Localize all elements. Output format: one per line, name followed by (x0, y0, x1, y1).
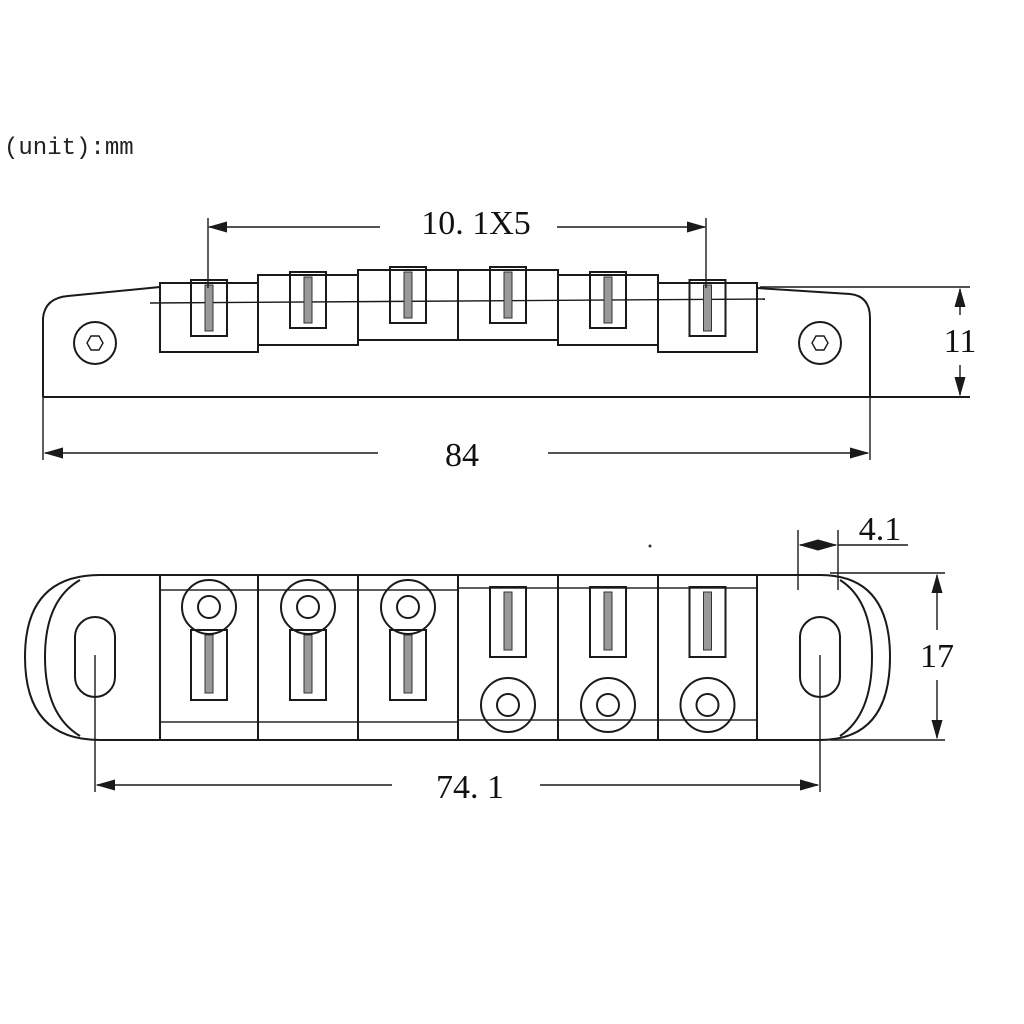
saddle-slot (190, 629, 228, 701)
string-groove (603, 276, 613, 324)
saddle-slot (489, 586, 527, 658)
saddle-slot (289, 271, 327, 329)
saddle-slot (688, 586, 727, 658)
intonation-screw (679, 677, 736, 733)
hex-socket-icon (296, 595, 320, 619)
intonation-screw (480, 677, 536, 733)
string-groove (403, 634, 413, 694)
screw-left (73, 321, 117, 365)
intonation-screw (380, 579, 436, 635)
screw-right (798, 321, 842, 365)
hex-socket-icon (86, 335, 104, 351)
saddle-bottom-2 (257, 574, 359, 741)
intonation-screw (280, 579, 336, 635)
saddle-bottom-4 (457, 574, 559, 741)
saddle-bottom-1 (159, 574, 259, 741)
hex-socket-icon (695, 693, 720, 717)
string-groove (303, 634, 313, 694)
hex-socket-icon (496, 693, 520, 717)
string-groove (503, 591, 513, 651)
saddle-top-1 (159, 279, 259, 353)
hex-socket-icon (197, 595, 221, 619)
string-groove (403, 271, 413, 319)
hex-socket-icon (811, 335, 829, 351)
saddle-block (657, 282, 758, 353)
saddle-top-5 (557, 271, 659, 346)
saddle-slot (589, 586, 627, 658)
saddle-slot (190, 279, 228, 337)
hex-socket-icon (396, 595, 420, 619)
saddle-slot (489, 266, 527, 324)
saddle-slot (688, 279, 727, 337)
saddle-slot (389, 266, 427, 324)
saddle-slot (289, 629, 327, 701)
string-groove (703, 284, 712, 332)
saddle-bottom-5 (557, 574, 659, 741)
saddle-bottom-3 (357, 574, 459, 741)
saddle-slot (589, 271, 627, 329)
depth-label: 17 (920, 638, 954, 675)
saddle-top-2 (257, 271, 359, 346)
string-groove (603, 591, 613, 651)
top-view: 10. 1X5 11 84 (42, 205, 977, 474)
speck (648, 544, 652, 548)
intonation-screw (181, 579, 237, 635)
mount-spacing-label: 74. 1 (436, 769, 504, 806)
offset-label: 4.1 (859, 511, 902, 548)
spacing-label: 10. 1X5 (421, 205, 531, 242)
saddle-top-4 (457, 266, 559, 341)
hex-socket-icon (596, 693, 620, 717)
string-groove (703, 591, 712, 651)
saddle-top-6 (657, 279, 758, 353)
string-groove (204, 284, 214, 332)
saddle-bottom-6 (657, 574, 758, 741)
string-groove (204, 634, 214, 694)
unit-label: (unit):mm (4, 135, 134, 162)
right-end-inner-arc (839, 579, 874, 737)
intonation-screw (580, 677, 636, 733)
string-groove (503, 271, 513, 319)
bottom-view: 4.1 17 74. 1 (23, 511, 954, 806)
saddle-top-3 (357, 266, 459, 341)
saddle-slot (389, 629, 427, 701)
height-label: 11 (944, 323, 977, 360)
width-label: 84 (445, 437, 479, 474)
base-plate-outline (42, 286, 871, 397)
string-groove (303, 276, 313, 324)
left-end-inner-arc (43, 579, 81, 737)
